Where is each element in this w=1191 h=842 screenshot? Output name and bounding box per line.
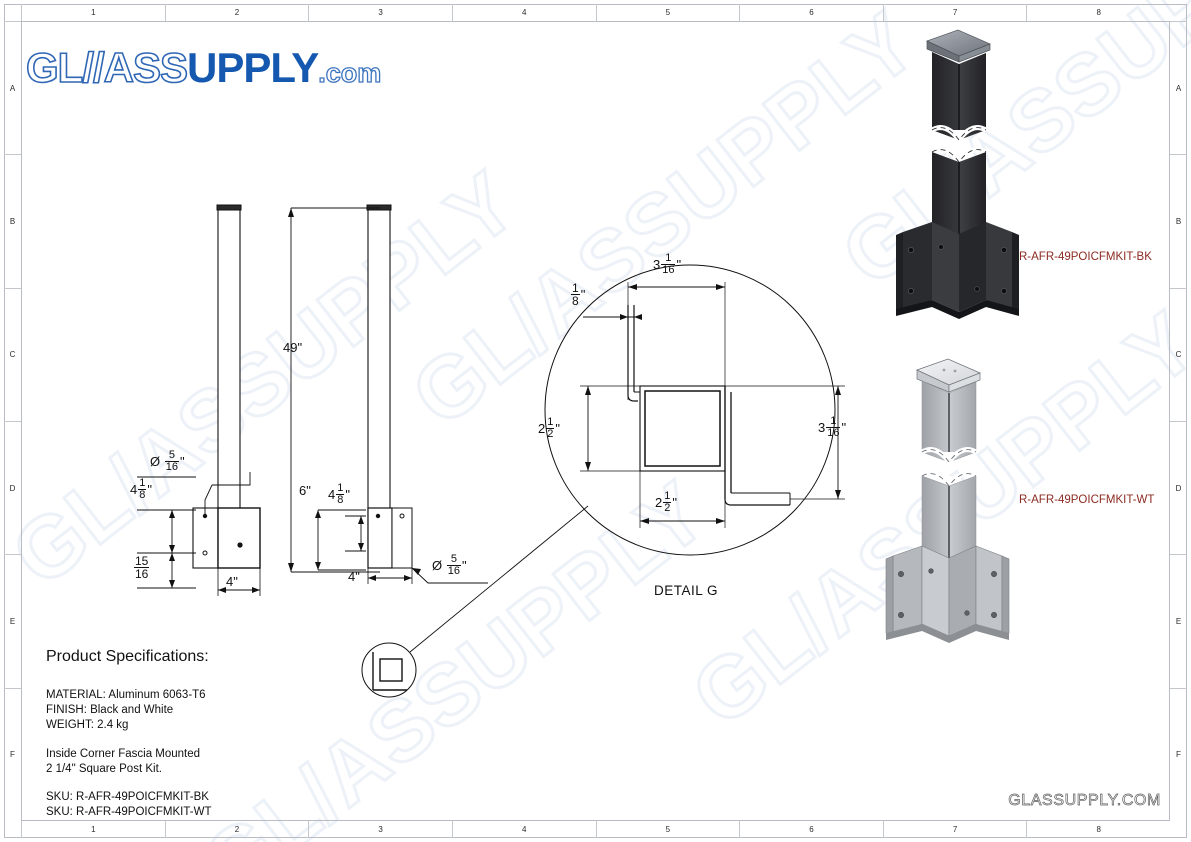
zone-right-E: E: [1170, 554, 1187, 687]
spec-finish: FINISH: Black and White: [46, 704, 174, 717]
zone-right-C: C: [1170, 287, 1187, 421]
zone-top-2: 2: [164, 4, 309, 21]
zone-top-7: 7: [882, 4, 1027, 21]
zone-top-6: 6: [739, 4, 883, 21]
spec-sku-white: SKU: R-AFR-49POICFMKIT-WT: [46, 806, 212, 819]
part-label-white: R-AFR-49POICFMKIT-WT: [1019, 494, 1155, 506]
dimension-4in-left: 4": [226, 574, 238, 589]
spec-weight: WEIGHT: 2.4 kg: [46, 719, 129, 732]
zone-bottom-7: 7: [882, 821, 1027, 838]
zone-top-4: 4: [451, 4, 596, 21]
zone-top-5: 5: [595, 4, 740, 21]
logo-slash: //: [82, 43, 106, 92]
zone-bottom-2: 2: [164, 821, 309, 838]
zone-bottom-1: 1: [21, 821, 165, 838]
spacer: [46, 777, 211, 790]
dimension-6in-middle: 6": [299, 483, 311, 498]
zone-top-8: 8: [1026, 4, 1170, 21]
spacer: [46, 734, 211, 747]
footer-brand: GLASSUPPLY.COM: [1008, 792, 1161, 810]
zone-top-3: 3: [308, 4, 452, 21]
logo-bold-text: UPPLY: [187, 44, 319, 91]
spec-sku-black: SKU: R-AFR-49POICFMKIT-BK: [46, 790, 209, 803]
zone-right-A: A: [1170, 21, 1187, 154]
logo-outline-text: GL: [25, 43, 84, 92]
zone-left-A: A: [4, 21, 21, 154]
brand-logo: GL//ASSUPPLY.com: [25, 43, 382, 92]
zone-right-F: F: [1170, 687, 1187, 821]
zone-left-E: E: [4, 554, 21, 687]
zone-bottom-3: 3: [308, 821, 452, 838]
zone-bottom-4: 4: [451, 821, 596, 838]
zone-bottom-6: 6: [739, 821, 883, 838]
logo-outline-text-2: ASS: [103, 43, 189, 92]
zone-left-F: F: [4, 687, 21, 821]
sheet-border-inner: [21, 21, 1170, 821]
zone-bottom-5: 5: [595, 821, 740, 838]
logo-dotcom: .com: [318, 57, 382, 88]
zone-top-1: 1: [21, 4, 165, 21]
spec-description-line-2: 2 1/4" Square Post Kit.: [46, 762, 162, 775]
spec-material: MATERIAL: Aluminum 6063-T6: [46, 689, 206, 701]
detail-g-caption: DETAIL G: [654, 583, 719, 598]
dimension-49in: 49": [283, 340, 303, 355]
specifications-heading: Product Specifications:: [46, 648, 209, 665]
zone-right-D: D: [1170, 421, 1187, 554]
spec-description-line-1: Inside Corner Fascia Mounted: [46, 747, 201, 760]
zone-bottom-8: 8: [1026, 821, 1170, 838]
product-specifications: Product Specifications: MATERIAL: Alumin…: [46, 648, 211, 820]
part-label-black: R-AFR-49POICFMKIT-BK: [1019, 251, 1152, 263]
zone-left-B: B: [4, 154, 21, 287]
zone-left-C: C: [4, 287, 21, 421]
dimension-4in-middle: 4": [348, 569, 360, 584]
zone-left-D: D: [4, 421, 21, 554]
zone-right-B: B: [1170, 154, 1187, 287]
